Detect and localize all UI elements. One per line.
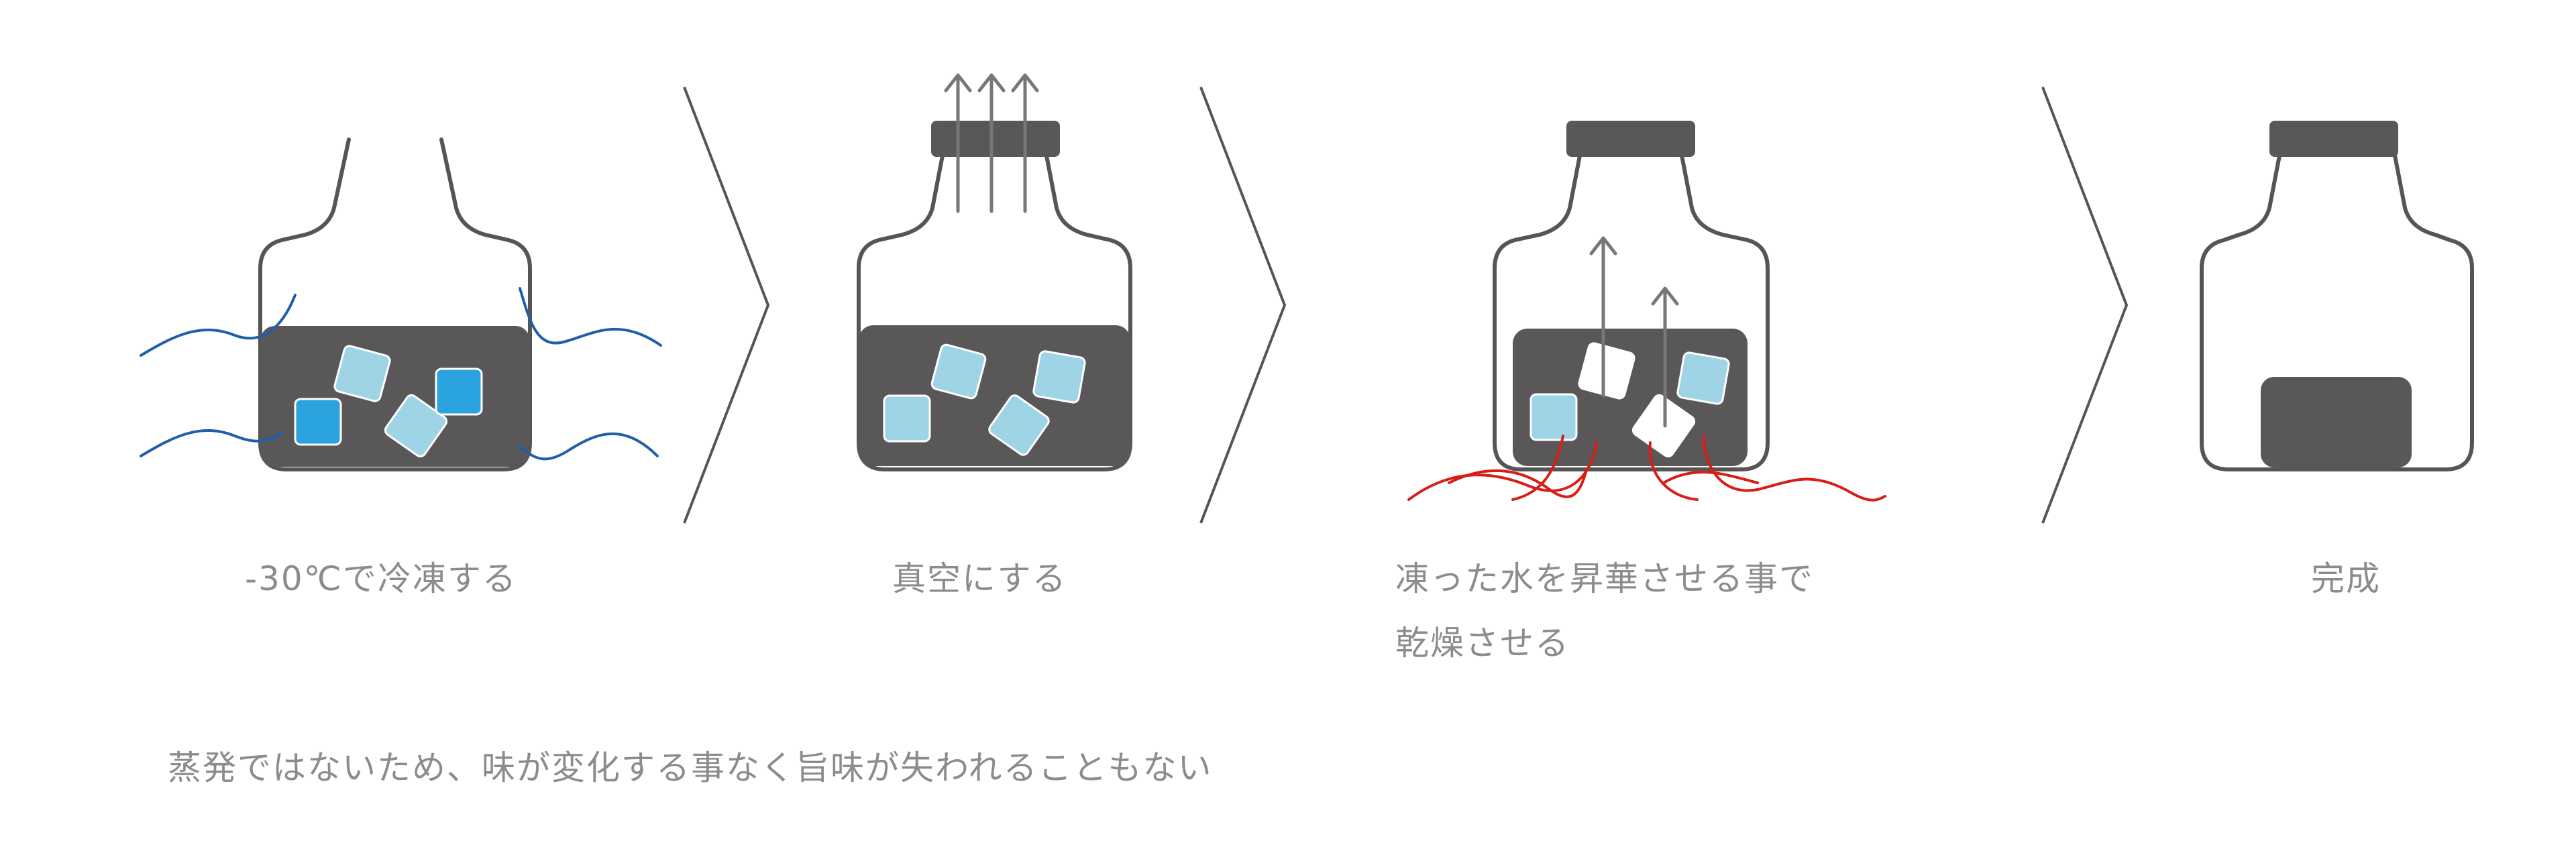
caption-text: 真空にする (892, 559, 1067, 598)
ice-cube-icon (988, 394, 1050, 456)
step-sublimate (1407, 121, 1886, 502)
ice-cube-icon (333, 345, 391, 402)
chevron-right-icon (1199, 87, 1287, 524)
up-arrow-icon (944, 73, 1039, 213)
step-vacuum (857, 73, 1132, 471)
ice-cube-icon (435, 367, 483, 416)
jar-icon (2200, 154, 2474, 471)
bottom-note: 蒸発ではないため、味が変化する事なく旨味が失われることもない (168, 748, 1213, 787)
step-caption-sublimate: 凍った水を昇華させる事で 乾燥させる (1395, 547, 1814, 675)
lid-icon (931, 121, 1060, 157)
jar-icon (258, 137, 532, 471)
step-freeze (140, 137, 662, 471)
ice-cube-icon (1676, 351, 1730, 405)
step-caption-freeze: -30℃で冷凍する (245, 547, 517, 611)
jar-icon (1493, 154, 1770, 471)
chevron-right-icon (683, 87, 770, 524)
step-caption-done: 完成 (2311, 547, 2381, 611)
cold-wave-icon (140, 287, 662, 461)
ice-cube-icon (930, 343, 987, 400)
heat-wave-icon (1407, 435, 1886, 502)
ice-cube-icon (294, 398, 342, 446)
caption-text-line2: 乾燥させる (1395, 624, 1570, 663)
ice-cube-icon (1578, 342, 1635, 400)
step-done (2200, 121, 2474, 471)
chevron-right-icon (2041, 87, 2129, 524)
ice-cube-icon (1032, 350, 1086, 404)
lid-icon (2269, 121, 2398, 157)
ice-cube-icon (883, 394, 931, 443)
caption-text: -30℃で冷凍する (245, 559, 517, 598)
lid-icon (1566, 121, 1695, 157)
jar-icon (857, 154, 1132, 471)
caption-text-line1: 凍った水を昇華させる事で (1395, 559, 1814, 598)
step-caption-vacuum: 真空にする (892, 547, 1067, 611)
ice-cube-icon (1529, 393, 1578, 441)
up-arrow-icon (1589, 236, 1679, 428)
ice-cube-icon (384, 394, 448, 458)
caption-text: 完成 (2311, 559, 2381, 598)
jar-contents (2261, 377, 2412, 467)
